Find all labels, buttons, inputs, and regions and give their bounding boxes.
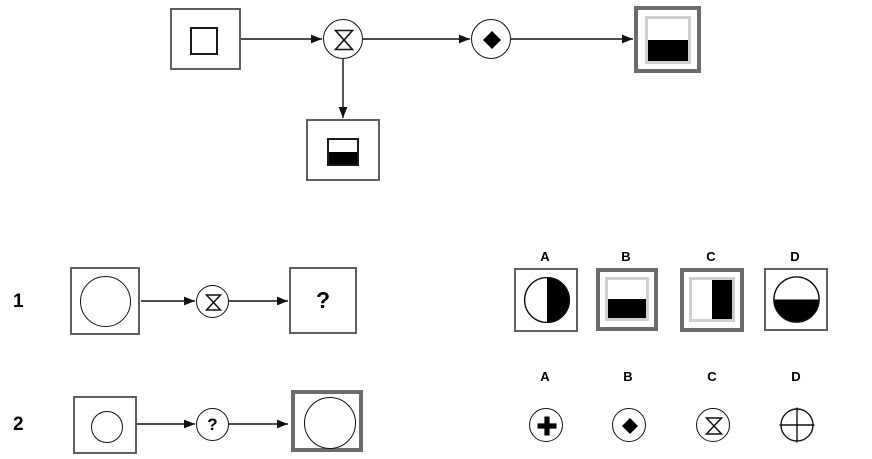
question-mark-icon: ? [315,287,331,313]
circle-right-half-filled-icon [523,276,571,324]
square-bottom-half-filled-icon [605,277,649,321]
answer-row-1-option-d-letter: D [790,249,800,264]
circle-outline-icon [304,397,356,449]
question-row-1-number: 1 [13,291,24,312]
answer-row-2-option-c-letter: C [707,369,717,384]
fill-bottom-half [648,40,688,61]
square-bottom-half-filled-icon [327,138,359,166]
hourglass-operator-icon [704,417,724,435]
question-2-operator-slot[interactable]: ? [196,408,229,441]
fill-right-half [712,280,732,319]
fill-bottom-half [608,299,646,318]
answer-row-1-option-c-letter: C [706,249,716,264]
hourglass-operator-icon [323,19,363,59]
circle-bottom-half-filled-icon [772,275,821,324]
answer-row-2-option-b[interactable] [612,408,646,442]
answer-row-1-option-c[interactable] [680,268,744,332]
question-1-input-box [70,267,140,335]
fill-bottom-half [329,152,357,164]
crosshair-operator-icon [779,407,815,443]
question-1-hourglass-operator-icon [196,285,229,318]
square-outline-icon [190,27,218,55]
question-mark-icon: ? [207,415,218,434]
answer-row-1-option-b-letter: B [621,249,631,264]
question-row-2-number: 2 [13,414,24,435]
answer-row-1-option-b[interactable] [596,268,658,331]
circle-outline-icon [80,276,131,327]
answer-row-2-option-d-letter: D [791,369,801,384]
square-right-half-filled-icon [689,277,735,322]
question-2-input-box [73,396,137,454]
answer-row-2-option-a-letter: A [540,369,550,384]
answer-row-2-option-d[interactable] [778,406,816,444]
answer-row-1-option-a-letter: A [540,249,550,264]
diamond-operator-icon [622,418,638,434]
plus-operator-icon [537,416,557,436]
answer-row-1-option-d[interactable] [764,268,828,331]
answer-row-2-option-a[interactable] [529,408,563,442]
question-2-output-box [291,390,363,452]
circle-outline-icon [91,411,123,443]
answer-row-2-option-c[interactable] [696,408,730,442]
answer-row-1-option-a[interactable] [514,268,578,332]
example-branch-box [306,119,380,181]
answer-row-2-option-b-letter: B [623,369,633,384]
example-input-box [170,8,241,70]
question-1-answer-slot[interactable]: ? [289,267,357,334]
square-bottom-half-filled-icon [645,16,691,64]
example-output-box [634,6,701,73]
diamond-operator-icon [471,19,511,59]
